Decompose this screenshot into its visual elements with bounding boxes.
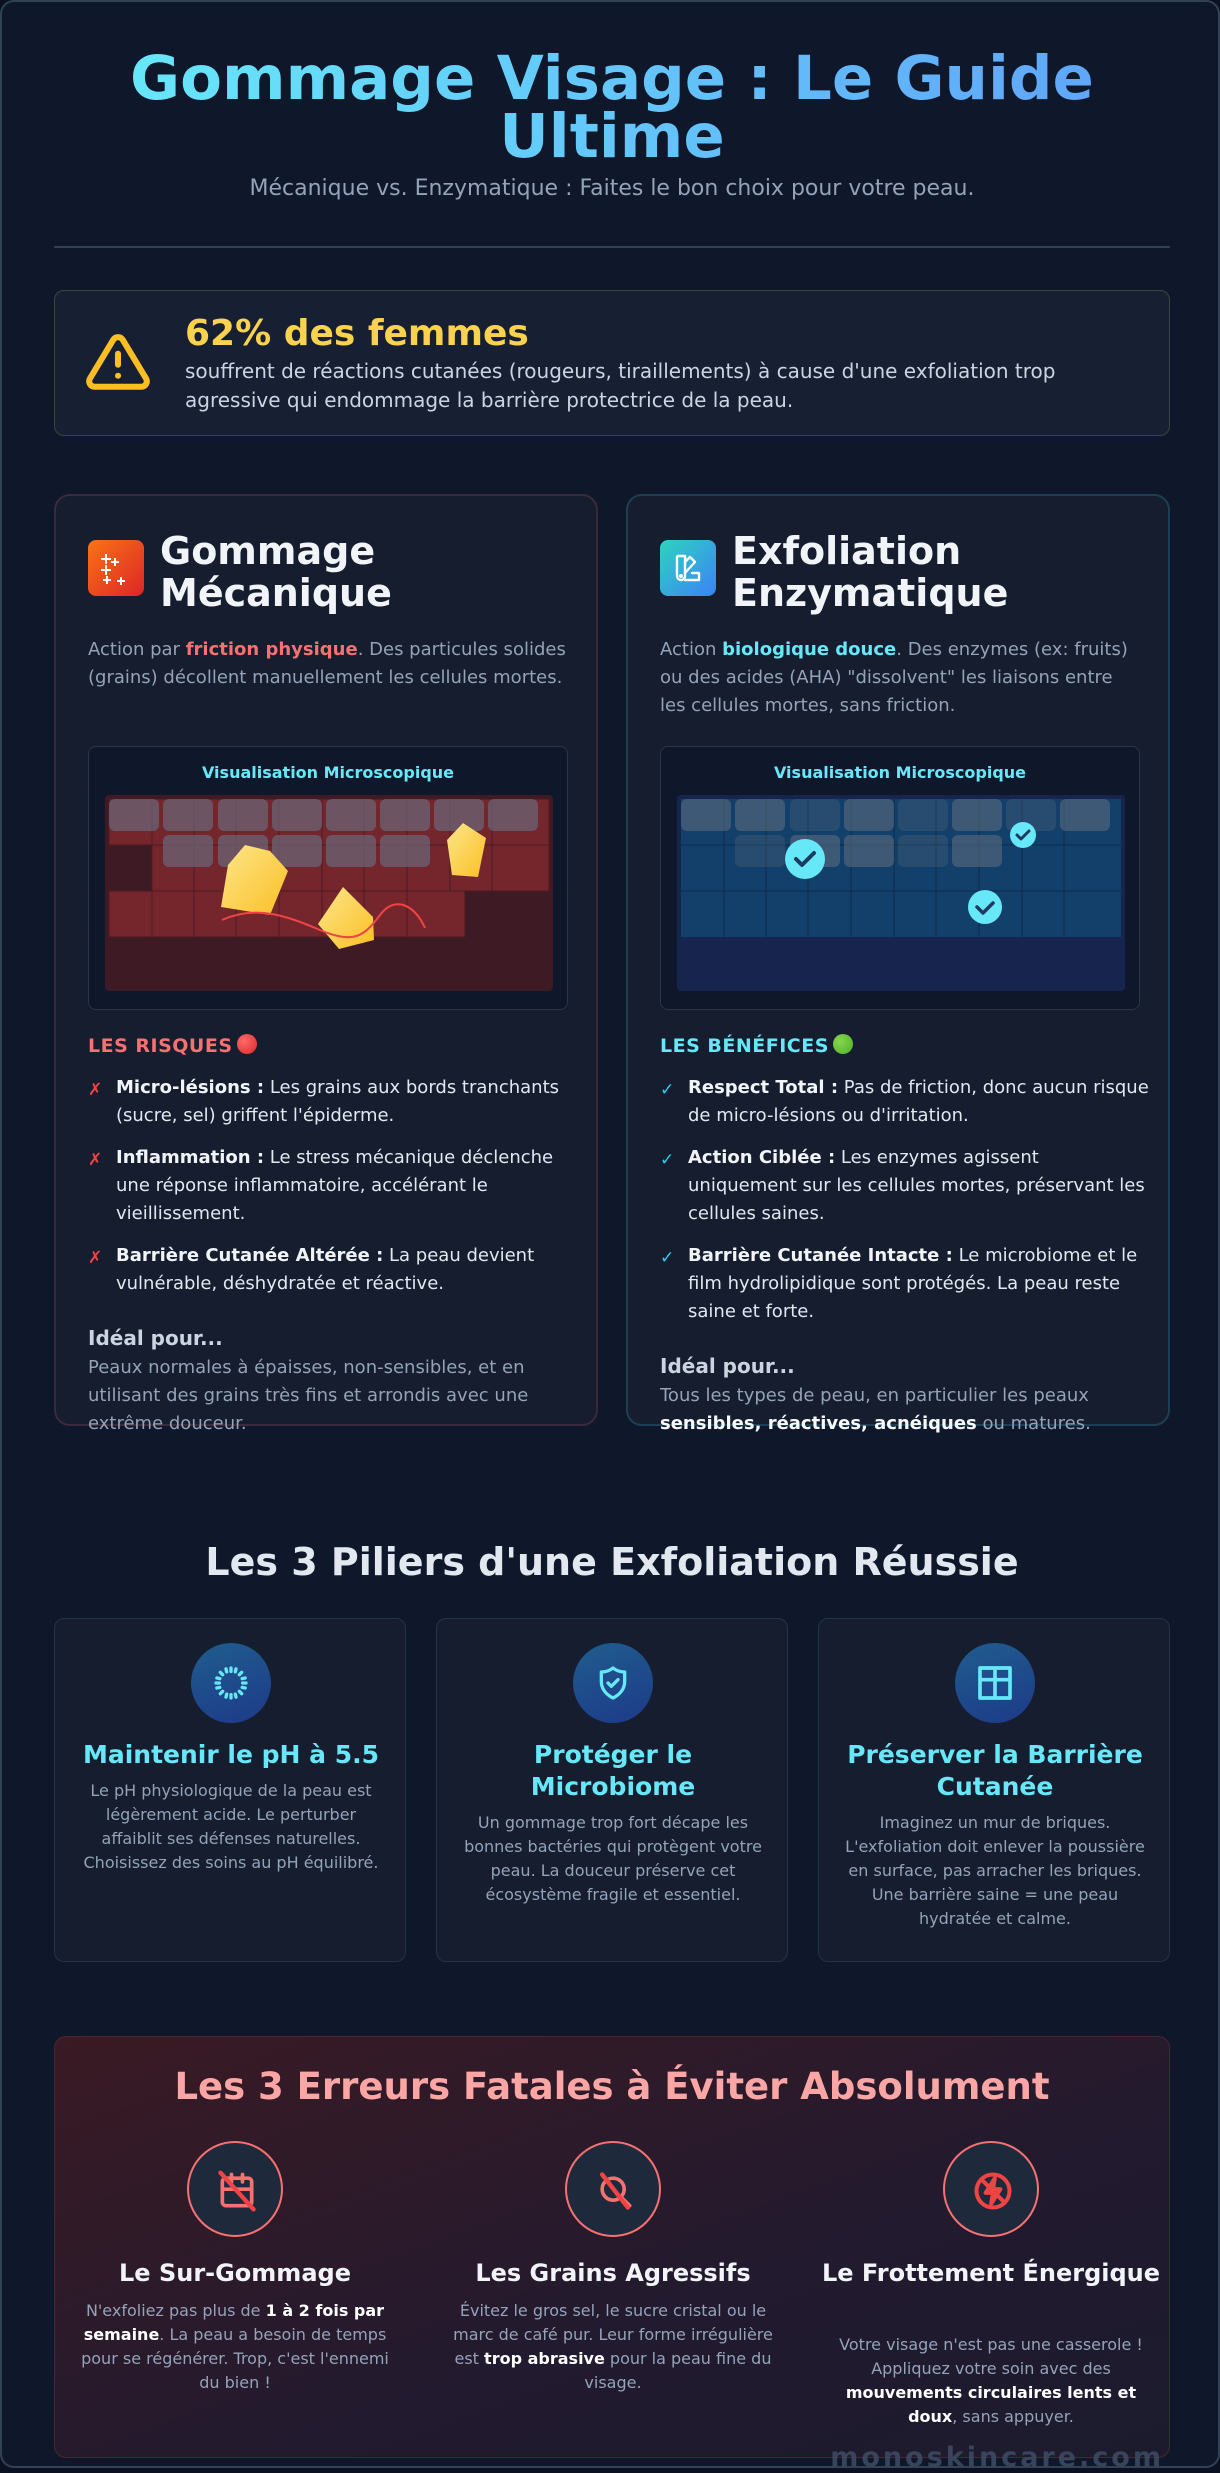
error-text: N'exfoliez pas plus de 1 à 2 fois par se… bbox=[81, 2301, 389, 2392]
viz-label: Visualisation Microscopique bbox=[773, 763, 1027, 782]
risks-heading: LES RISQUES bbox=[88, 1034, 257, 1057]
pillar-title: Maintenir le pH à 5.5 bbox=[82, 1740, 380, 1769]
check-mark-icon: ✓ bbox=[660, 1080, 675, 1100]
page-subtitle: Mécanique vs. Enzymatique : Faites le bo… bbox=[249, 176, 975, 201]
error-text: Évitez le gros sel, le sucre cristal ou … bbox=[453, 2301, 773, 2392]
error-title: Les Grains Agressifs bbox=[475, 2259, 751, 2287]
zap-off-icon bbox=[943, 2141, 1039, 2237]
cross-mark-icon: ✗ bbox=[88, 1150, 103, 1170]
risk-item: ✗Barrière Cutanée Altérée : La peau devi… bbox=[88, 1245, 535, 1294]
pillar-text: Imaginez un mur de briques. L'exfoliatio… bbox=[845, 1813, 1145, 1928]
card-title: Exfoliation Enzymatique bbox=[732, 529, 1009, 615]
grid-bricks-icon bbox=[955, 1643, 1035, 1723]
microscopic-visualization: Visualisation Microscopique bbox=[88, 746, 568, 1010]
pillar-text: Le pH physiologique de la peau est légèr… bbox=[83, 1781, 379, 1872]
loader-ph-icon bbox=[191, 1643, 271, 1723]
pillars-heading: Les 3 Piliers d'une Exfoliation Réussie bbox=[205, 1540, 1019, 1584]
stat-title: 62% des femmes bbox=[185, 313, 529, 354]
check-mark-icon: ✓ bbox=[660, 1150, 675, 1170]
swatch-book-icon bbox=[660, 540, 716, 596]
ideal-for-heading: Idéal pour... bbox=[660, 1354, 795, 1378]
header-divider bbox=[54, 246, 1170, 248]
watermark: monoskincare.com bbox=[830, 2442, 1164, 2473]
healthy-skin-cells-illustration bbox=[677, 795, 1125, 991]
viz-label: Visualisation Microscopique bbox=[201, 763, 455, 782]
card-mechanical: Gommage Mécanique Action par friction ph… bbox=[54, 494, 598, 1434]
microscopic-visualization: Visualisation Microscopique bbox=[660, 746, 1140, 1010]
risk-item: ✗Inflammation : Le stress mécanique décl… bbox=[88, 1147, 554, 1224]
card-title: Gommage Mécanique bbox=[160, 529, 392, 615]
warning-triangle-icon bbox=[86, 334, 150, 390]
search-off-icon bbox=[565, 2141, 661, 2237]
ideal-for-text: Tous les types de peau, en particulier l… bbox=[660, 1385, 1091, 1434]
check-mark-icon: ✓ bbox=[660, 1248, 675, 1268]
fatal-errors-panel: Les 3 Erreurs Fatales à Éviter Absolumen… bbox=[54, 2036, 1170, 2458]
damaged-skin-cells-illustration bbox=[105, 795, 553, 991]
errors-heading: Les 3 Erreurs Fatales à Éviter Absolumen… bbox=[174, 2065, 1050, 2108]
benefit-item: ✓Respect Total : Pas de friction, donc a… bbox=[660, 1077, 1149, 1126]
pillar-card-barrier: Préserver la Barrière Cutanée Imaginez u… bbox=[818, 1618, 1170, 1962]
cross-mark-icon: ✗ bbox=[88, 1248, 103, 1268]
header: Gommage Visage : Le Guide Ultime Mécaniq… bbox=[2, 48, 1220, 201]
pillar-title: Préserver la Barrière Cutanée bbox=[847, 1740, 1143, 1801]
error-title: Le Sur-Gommage bbox=[119, 2259, 351, 2287]
stat-text: souffrent de réactions cutanées (rougeur… bbox=[185, 359, 1056, 412]
benefit-item: ✓Action Ciblée : Les enzymes agissent un… bbox=[660, 1147, 1145, 1224]
benefits-heading: LES BÉNÉFICES bbox=[660, 1034, 853, 1057]
error-title: Le Frottement Énergique bbox=[821, 2259, 1161, 2287]
error-text: Votre visage n'est pas une casserole ! A… bbox=[839, 2335, 1143, 2426]
pillar-card-ph: Maintenir le pH à 5.5 Le pH physiologiqu… bbox=[54, 1618, 406, 1962]
stat-callout: 62% des femmes souffrent de réactions cu… bbox=[54, 290, 1170, 436]
card-description: Action par friction physique. Des partic… bbox=[88, 639, 566, 688]
check-circle-icon bbox=[968, 890, 1002, 924]
ideal-for-text: Peaux normales à épaisses, non-sensibles… bbox=[88, 1357, 529, 1434]
pillar-card-microbiome: Protéger le Microbiome Un gommage trop f… bbox=[436, 1618, 788, 1962]
benefits-list: ✓Respect Total : Pas de friction, donc a… bbox=[660, 1074, 1150, 1340]
benefit-item: ✓Barrière Cutanée Intacte : Le microbiom… bbox=[660, 1245, 1138, 1322]
check-circle-icon bbox=[1010, 822, 1036, 848]
check-circle-icon bbox=[785, 839, 825, 879]
risk-item: ✗Micro-lésions : Les grains aux bords tr… bbox=[88, 1077, 560, 1126]
pillar-title: Protéger le Microbiome bbox=[530, 1740, 696, 1801]
shield-check-icon bbox=[573, 1643, 653, 1723]
red-circle-icon bbox=[236, 1034, 257, 1054]
card-enzymatic: Exfoliation Enzymatique Action biologiqu… bbox=[626, 494, 1170, 1434]
calendar-off-icon bbox=[187, 2141, 283, 2237]
card-description: Action biologique douce. Des enzymes (ex… bbox=[660, 639, 1128, 716]
page-title: Gommage Visage : Le Guide Ultime bbox=[112, 48, 1112, 167]
cross-mark-icon: ✗ bbox=[88, 1080, 103, 1100]
risks-list: ✗Micro-lésions : Les grains aux bords tr… bbox=[88, 1074, 578, 1312]
sparkles-icon bbox=[88, 540, 144, 596]
ideal-for-heading: Idéal pour... bbox=[88, 1326, 223, 1350]
green-circle-icon bbox=[832, 1034, 853, 1054]
pillar-text: Un gommage trop fort décape les bonnes b… bbox=[464, 1813, 762, 1904]
